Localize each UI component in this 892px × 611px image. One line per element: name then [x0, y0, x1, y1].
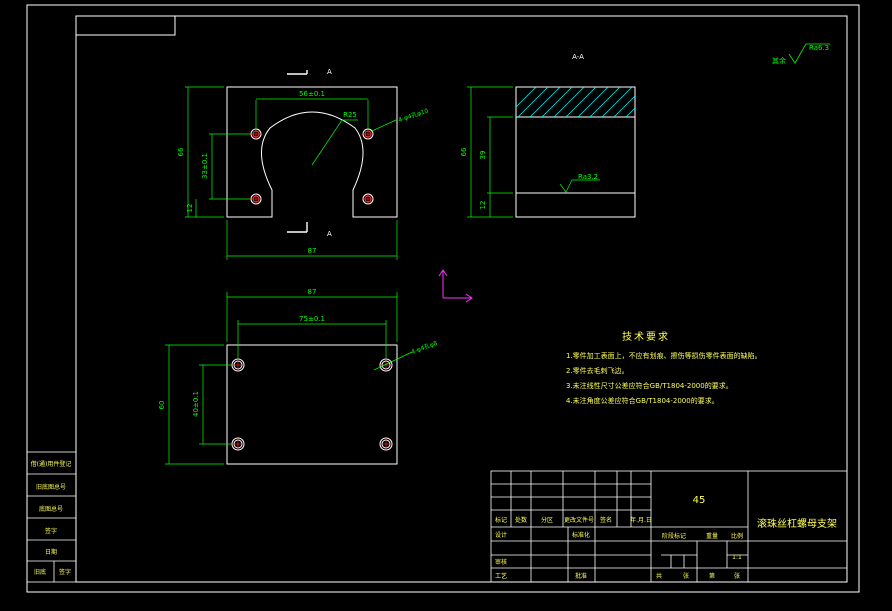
header-date: 年.月.日 [630, 516, 652, 524]
front-radius-label: R25 [343, 111, 357, 119]
left-block-row-4: 签字 [45, 527, 57, 535]
left-block-row-7: 签字 [59, 568, 71, 576]
roughness-general-symbol [788, 43, 830, 64]
radius-leader [311, 119, 343, 166]
front-hole-br [362, 193, 374, 205]
weight-label: 重量 [706, 532, 718, 540]
left-block-row-5: 日期 [45, 548, 57, 556]
section-title: A-A [572, 53, 584, 61]
roughness-general-label: 其余 [772, 56, 786, 65]
tech-line-4: 4.未注角度公差应符合GB/T1804-2000的要求。 [566, 397, 719, 405]
section-marker-bottom: A [327, 230, 332, 238]
header-file: 更改文件号 [564, 516, 594, 524]
side-bottom-label: 12 [479, 201, 487, 210]
header-mark: 标记 [495, 516, 507, 524]
design-label: 设计 [495, 531, 507, 539]
outer-frame [26, 4, 860, 593]
header-zone: 分区 [541, 516, 553, 524]
top-hole-note: 4-φ4孔φ8 [410, 339, 439, 356]
top-height-label: 60 [158, 401, 166, 410]
side-depth-label: 39 [479, 151, 487, 160]
top-hole-tr [379, 358, 393, 372]
sheets-total-label: 共 [656, 572, 662, 580]
hatch-area [516, 87, 635, 117]
front-hole-bl [250, 193, 262, 205]
roughness-symbol-side [559, 179, 600, 193]
side-height-label: 66 [460, 147, 468, 156]
front-height-label: 66 [177, 147, 185, 156]
top-hole-vertical-label: 40±0.1 [192, 391, 200, 417]
top-hole-bl [231, 437, 245, 451]
front-width-label: 87 [308, 247, 317, 255]
top-hole-tl [231, 358, 245, 372]
hole-note-leader [371, 118, 399, 132]
left-block-row-6: 旧底 [34, 568, 46, 576]
review-label: 审核 [495, 558, 507, 566]
front-hole-vertical-label: 33±0.1 [201, 153, 209, 179]
stage-mark-label: 阶段标记 [662, 532, 686, 540]
front-outline [226, 86, 398, 218]
header-sign: 签名 [600, 516, 612, 524]
front-view: 87 56±0.1 66 33±0.1 12 R25 4-φ4孔φ10 A A [177, 68, 430, 260]
top-hole-spacing-label: 75±0.1 [299, 315, 325, 323]
roughness-general-value: Ra6.3 [809, 44, 829, 52]
title-block [490, 470, 848, 583]
front-bottom-offset-label: 12 [186, 204, 194, 213]
left-block-row-3: 底图总号 [39, 505, 63, 513]
side-outline [515, 86, 636, 218]
top-hole-br [379, 437, 393, 451]
side-roughness-label: Ra3.2 [578, 173, 598, 181]
tech-title: 技术要求 [622, 332, 670, 343]
material-label: 45 [693, 495, 706, 506]
tech-line-2: 2.零件去毛刺飞边。 [566, 367, 629, 375]
standard-label: 标准化 [572, 531, 590, 539]
left-block-row-2: 旧底图总号 [36, 483, 66, 491]
sheet-no-label: 第 [709, 572, 715, 580]
top-view: 87 75±0.1 60 40±0.1 4-φ4孔φ8 [158, 288, 439, 465]
scale-value: 1:1 [732, 554, 742, 561]
technical-requirements: 技术要求 1.零件加工表面上，不应有划痕、擦伤等损伤零件表面的缺陷。 2.零件去… [566, 330, 806, 409]
side-view: A-A 66 39 12 Ra3.2 [460, 53, 636, 218]
top-outline [226, 344, 398, 465]
scale-label: 比例 [731, 532, 743, 540]
corner-code-box [75, 15, 176, 36]
front-hole-note: 4-φ4孔φ10 [397, 107, 429, 124]
left-block-row-1: 借(通)用件登记 [31, 460, 72, 468]
inner-frame [75, 15, 848, 583]
sheet-unit2-label: 张 [734, 572, 740, 580]
part-name: 滚珠丝杠螺母支架 [757, 517, 837, 530]
tech-line-3: 3.未注线性尺寸公差应符合GB/T1804-2000的要求。 [566, 382, 733, 390]
left-block [26, 451, 77, 583]
roughness-general: 其余 Ra6.3 [772, 43, 830, 65]
header-count: 处数 [515, 516, 527, 524]
section-marker-top: A [327, 68, 332, 76]
tech-line-1: 1.零件加工表面上，不应有划痕、擦伤等损伤零件表面的缺陷。 [566, 352, 762, 360]
process-label: 工艺 [495, 572, 507, 580]
front-hole-spacing-label: 56±0.1 [299, 90, 325, 98]
approve-label: 批准 [575, 572, 587, 580]
top-width-label: 87 [308, 288, 317, 296]
ucs-icon [438, 269, 473, 303]
sheet-unit-label: 张 [683, 572, 689, 580]
